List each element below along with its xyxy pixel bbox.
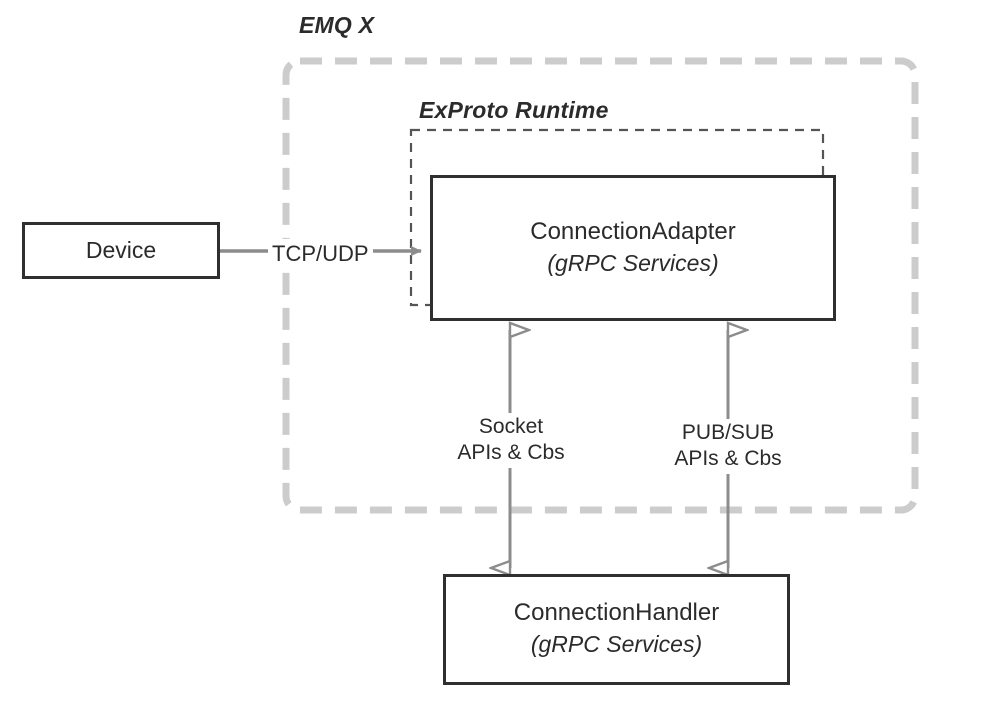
node-connection-adapter-subtitle: (gRPC Services) bbox=[547, 249, 719, 276]
group-label-exproto: ExProto Runtime bbox=[419, 97, 609, 123]
node-device-title: Device bbox=[85, 236, 157, 263]
group-label-emqx: EMQ X bbox=[299, 12, 375, 38]
node-connection-adapter[interactable]: ConnectionAdapter (gRPC Services) bbox=[430, 175, 836, 321]
node-connection-handler-subtitle: (gRPC Services) bbox=[530, 631, 703, 658]
edge-label-pubsub-apis: PUB/SUB APIs & Cbs bbox=[661, 419, 795, 474]
group-container-emqx bbox=[282, 57, 919, 514]
node-device[interactable]: Device bbox=[22, 222, 220, 279]
edge-label-socket-apis: Socket APIs & Cbs bbox=[444, 413, 578, 468]
node-connection-adapter-title: ConnectionAdapter bbox=[530, 217, 736, 245]
node-connection-handler[interactable]: ConnectionHandler (gRPC Services) bbox=[443, 574, 790, 685]
edge-label-tcp-udp: TCP/UDP bbox=[268, 239, 373, 269]
node-connection-handler-title: ConnectionHandler bbox=[513, 599, 720, 627]
